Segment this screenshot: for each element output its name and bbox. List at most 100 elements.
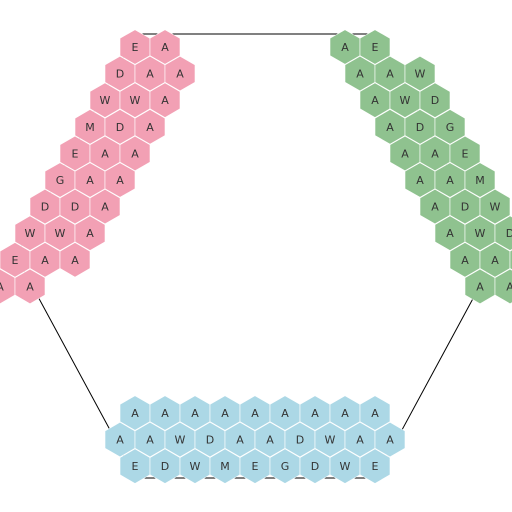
hex-letter: A: [341, 407, 349, 420]
hex-letter: A: [86, 227, 94, 240]
hex-cell: [374, 421, 406, 458]
hex-tile[interactable]: E: [359, 29, 391, 65]
hex-letter: A: [311, 407, 319, 420]
hex-letter: A: [416, 174, 424, 187]
hex-letter: D: [206, 434, 214, 447]
hex-letter: A: [41, 254, 49, 267]
hex-letter: W: [475, 227, 486, 240]
hex-letter: A: [236, 434, 244, 447]
hex-letter: W: [190, 460, 201, 473]
hex-cell: [359, 448, 391, 484]
hex-tile[interactable]: G: [434, 109, 466, 145]
hex-tile[interactable]: A: [119, 135, 151, 172]
hex-tile[interactable]: E: [449, 135, 481, 172]
hex-tile[interactable]: W: [479, 188, 511, 225]
hex-letter: E: [132, 460, 139, 473]
hex-letter: W: [400, 94, 411, 107]
hex-letter: E: [462, 147, 469, 160]
hex-letter: A: [371, 94, 379, 107]
hex-cell: [89, 188, 121, 225]
hex-letter: A: [356, 68, 364, 81]
hex-letter: D: [71, 201, 79, 214]
hex-letter: A: [371, 407, 379, 420]
hex-tile[interactable]: A: [74, 215, 106, 251]
hex-letter: A: [281, 407, 289, 420]
hex-letter: W: [25, 227, 36, 240]
region-green: AEAAWAWDADGAAEAAMADWAWDAAEAA: [329, 29, 512, 305]
hex-letter: D: [461, 201, 469, 214]
hex-letter: G: [281, 460, 290, 473]
hex-letter: G: [446, 121, 455, 134]
hex-tile[interactable]: M: [464, 162, 496, 198]
hex-cell: [494, 268, 512, 305]
hex-letter: A: [221, 407, 229, 420]
hex-cell: [134, 109, 166, 145]
hex-tile[interactable]: A: [149, 82, 181, 118]
hex-letter: A: [506, 280, 512, 293]
hex-tile[interactable]: A: [89, 188, 121, 225]
hex-letter: A: [431, 147, 439, 160]
hex-cell: [149, 82, 181, 118]
hex-letter: A: [176, 68, 184, 81]
hex-tile[interactable]: A: [14, 268, 46, 305]
hex-tile[interactable]: W: [404, 55, 436, 92]
hex-cell: [74, 215, 106, 251]
hex-letter: A: [146, 434, 154, 447]
hex-letter: W: [490, 201, 501, 214]
hex-tile[interactable]: D: [419, 82, 451, 118]
hex-letter: A: [86, 174, 94, 187]
hex-letter: A: [116, 174, 124, 187]
hex-letter: D: [431, 94, 439, 107]
hex-tile[interactable]: D: [494, 215, 512, 251]
hex-letter: G: [56, 174, 65, 187]
hex-letter: D: [116, 68, 124, 81]
hex-letter: E: [132, 41, 139, 54]
hex-cell: [149, 29, 181, 65]
hex-tile[interactable]: A: [359, 395, 391, 431]
hex-cell: [104, 162, 136, 198]
hex-letter: A: [146, 121, 154, 134]
hex-letter: A: [401, 147, 409, 160]
hex-letter: W: [100, 94, 111, 107]
hex-letter: A: [431, 201, 439, 214]
hex-cell: [494, 215, 512, 251]
hex-letter: A: [341, 41, 349, 54]
hex-tile[interactable]: A: [374, 421, 406, 458]
hex-letter: D: [311, 460, 319, 473]
hex-letter: E: [372, 460, 379, 473]
hex-tile[interactable]: A: [104, 162, 136, 198]
hex-letter: D: [416, 121, 424, 134]
hex-tile[interactable]: A: [494, 268, 512, 305]
hex-cell: [59, 242, 91, 278]
hex-cell: [164, 55, 196, 92]
hex-letter: A: [446, 174, 454, 187]
hex-letter: A: [161, 41, 169, 54]
hex-letter: D: [116, 121, 124, 134]
hex-letter: D: [161, 460, 169, 473]
hex-letter: W: [415, 68, 426, 81]
hex-letter: A: [386, 434, 394, 447]
hex-tile[interactable]: A: [59, 242, 91, 278]
hex-cell: [419, 82, 451, 118]
hex-letter: A: [356, 434, 364, 447]
hex-cell: [359, 29, 391, 65]
hex-letter: E: [372, 41, 379, 54]
hex-cell: [119, 135, 151, 172]
hex-tile[interactable]: A: [134, 109, 166, 145]
hex-letter: D: [296, 434, 304, 447]
hex-letter: A: [0, 280, 4, 293]
hex-tile[interactable]: A: [149, 29, 181, 65]
hex-tile[interactable]: E: [359, 448, 391, 484]
hex-letter: W: [55, 227, 66, 240]
hex-tile[interactable]: A: [164, 55, 196, 92]
hex-letter: M: [220, 460, 230, 473]
hex-cell: [359, 395, 391, 431]
hex-letter: E: [12, 254, 19, 267]
hex-letter: A: [446, 227, 454, 240]
hex-letter: W: [340, 460, 351, 473]
hex-letter: A: [161, 407, 169, 420]
hex-letter: A: [131, 407, 139, 420]
hex-letter: A: [251, 407, 259, 420]
